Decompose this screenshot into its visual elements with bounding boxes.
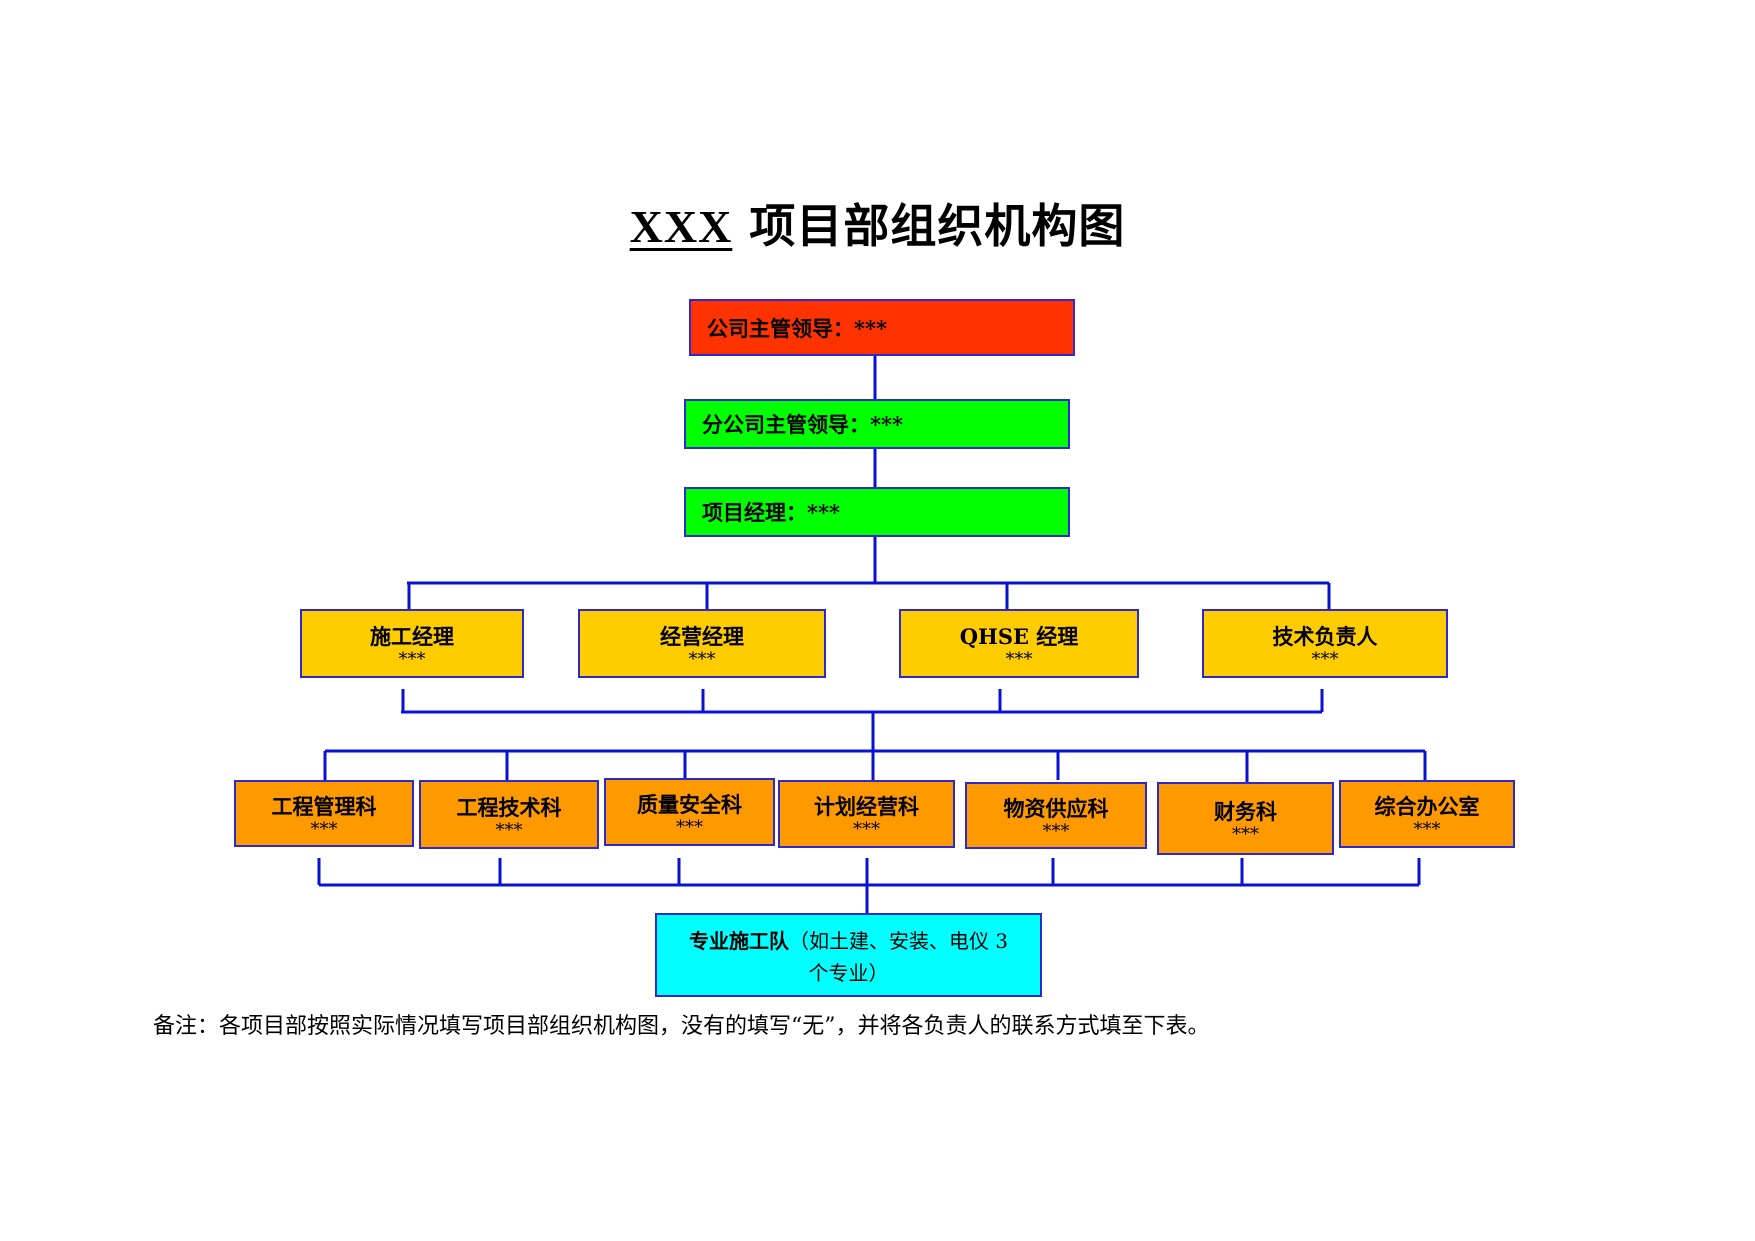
company-leader-label: 公司主管领导：*** xyxy=(707,315,887,341)
project-manager-label: 项目经理：*** xyxy=(702,500,840,525)
page-title: XXX 项目部组织机构图 xyxy=(0,190,1755,256)
title-text: 项目部组织机构图 xyxy=(732,199,1126,253)
project-manager-box: 项目经理：*** xyxy=(684,487,1070,537)
branch-leader-label: 分公司主管领导：*** xyxy=(702,412,903,437)
department-title: 质量安全科 xyxy=(637,792,742,817)
branch-leader-box: 分公司主管领导：*** xyxy=(684,399,1070,449)
department-name: *** xyxy=(676,817,703,838)
manager-name: *** xyxy=(398,648,426,670)
team-line-1: 专业施工队（如土建、安装、电仪 3 xyxy=(671,925,1026,957)
specialized-team-box: 专业施工队（如土建、安装、电仪 3 个专业） xyxy=(655,913,1042,997)
department-title: 财务科 xyxy=(1214,798,1277,824)
manager-name: *** xyxy=(688,648,716,670)
department-title: 工程技术科 xyxy=(456,794,562,820)
title-prefix: XXX xyxy=(629,201,733,252)
manager-box-operations: 经营经理 *** xyxy=(578,609,826,678)
company-leader-box: 公司主管领导：*** xyxy=(689,299,1075,356)
department-name: *** xyxy=(310,818,338,840)
manager-title: QHSE 经理 xyxy=(959,623,1079,649)
team-label: 专业施工队 xyxy=(688,929,789,953)
department-name: *** xyxy=(853,819,880,840)
department-title: 计划经营科 xyxy=(814,794,919,819)
manager-box-technical: 技术负责人 *** xyxy=(1202,609,1448,678)
manager-title: 技术负责人 xyxy=(1272,623,1378,649)
department-title: 工程管理科 xyxy=(271,793,377,819)
department-name: *** xyxy=(1413,819,1441,840)
department-box-quality-safety: 质量安全科 *** xyxy=(604,778,775,846)
department-title: 物资供应科 xyxy=(1003,795,1109,821)
department-box-engineering-technology: 工程技术科 *** xyxy=(419,780,599,849)
manager-name: *** xyxy=(1311,648,1339,670)
department-box-planning-operations: 计划经营科 *** xyxy=(778,780,955,848)
department-box-finance: 财务科 *** xyxy=(1157,782,1334,855)
footnote: 备注：各项目部按照实际情况填写项目部组织机构图，没有的填写“无”，并将各负责人的… xyxy=(153,1014,1210,1039)
manager-box-construction: 施工经理 *** xyxy=(300,609,524,678)
manager-title: 施工经理 xyxy=(370,623,454,649)
manager-box-qhse: QHSE 经理 *** xyxy=(899,609,1139,678)
department-box-general-office: 综合办公室 *** xyxy=(1339,780,1515,848)
department-name: *** xyxy=(1232,823,1259,845)
department-box-engineering-management: 工程管理科 *** xyxy=(234,780,414,847)
team-detail-2: 个专业） xyxy=(808,961,889,985)
department-name: *** xyxy=(1042,820,1070,842)
manager-title: 经营经理 xyxy=(660,623,744,649)
department-title: 综合办公室 xyxy=(1374,794,1480,819)
manager-name: *** xyxy=(1005,648,1033,670)
team-detail-1: （如土建、安装、电仪 3 xyxy=(788,929,1009,953)
department-name: *** xyxy=(495,819,523,841)
department-box-materials-supply: 物资供应科 *** xyxy=(965,782,1147,849)
